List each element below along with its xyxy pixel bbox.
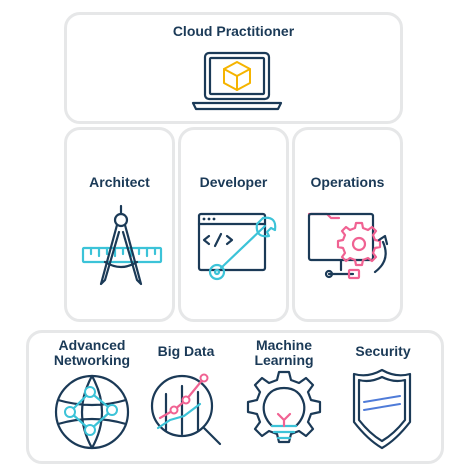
security-title: Security [355, 343, 411, 359]
laptop-cube-icon [187, 47, 287, 117]
operations-title: Operations [310, 174, 385, 190]
gear-lightbulb-icon[interactable] [240, 366, 328, 454]
shield-icon[interactable] [350, 368, 414, 452]
code-window-wrench-icon [193, 210, 283, 285]
operations-card[interactable]: Operations [292, 127, 403, 322]
cloud-practitioner-card[interactable]: Cloud Practitioner [64, 12, 403, 124]
developer-title: Developer [199, 174, 268, 190]
magnifier-chart-icon[interactable] [146, 370, 230, 454]
architect-card[interactable]: Architect [64, 127, 175, 322]
architect-title: Architect [89, 174, 150, 190]
big-data-title: Big Data [157, 343, 215, 359]
network-globe-icon[interactable] [50, 370, 134, 454]
compass-ruler-icon [77, 202, 167, 292]
monitor-gear-icon [305, 208, 397, 288]
cloud-practitioner-title: Cloud Practitioner [172, 23, 295, 39]
advanced-networking-title: Advanced Networking [53, 337, 131, 368]
machine-learning-title: Machine Learning [254, 337, 314, 368]
developer-card[interactable]: Developer [178, 127, 289, 322]
